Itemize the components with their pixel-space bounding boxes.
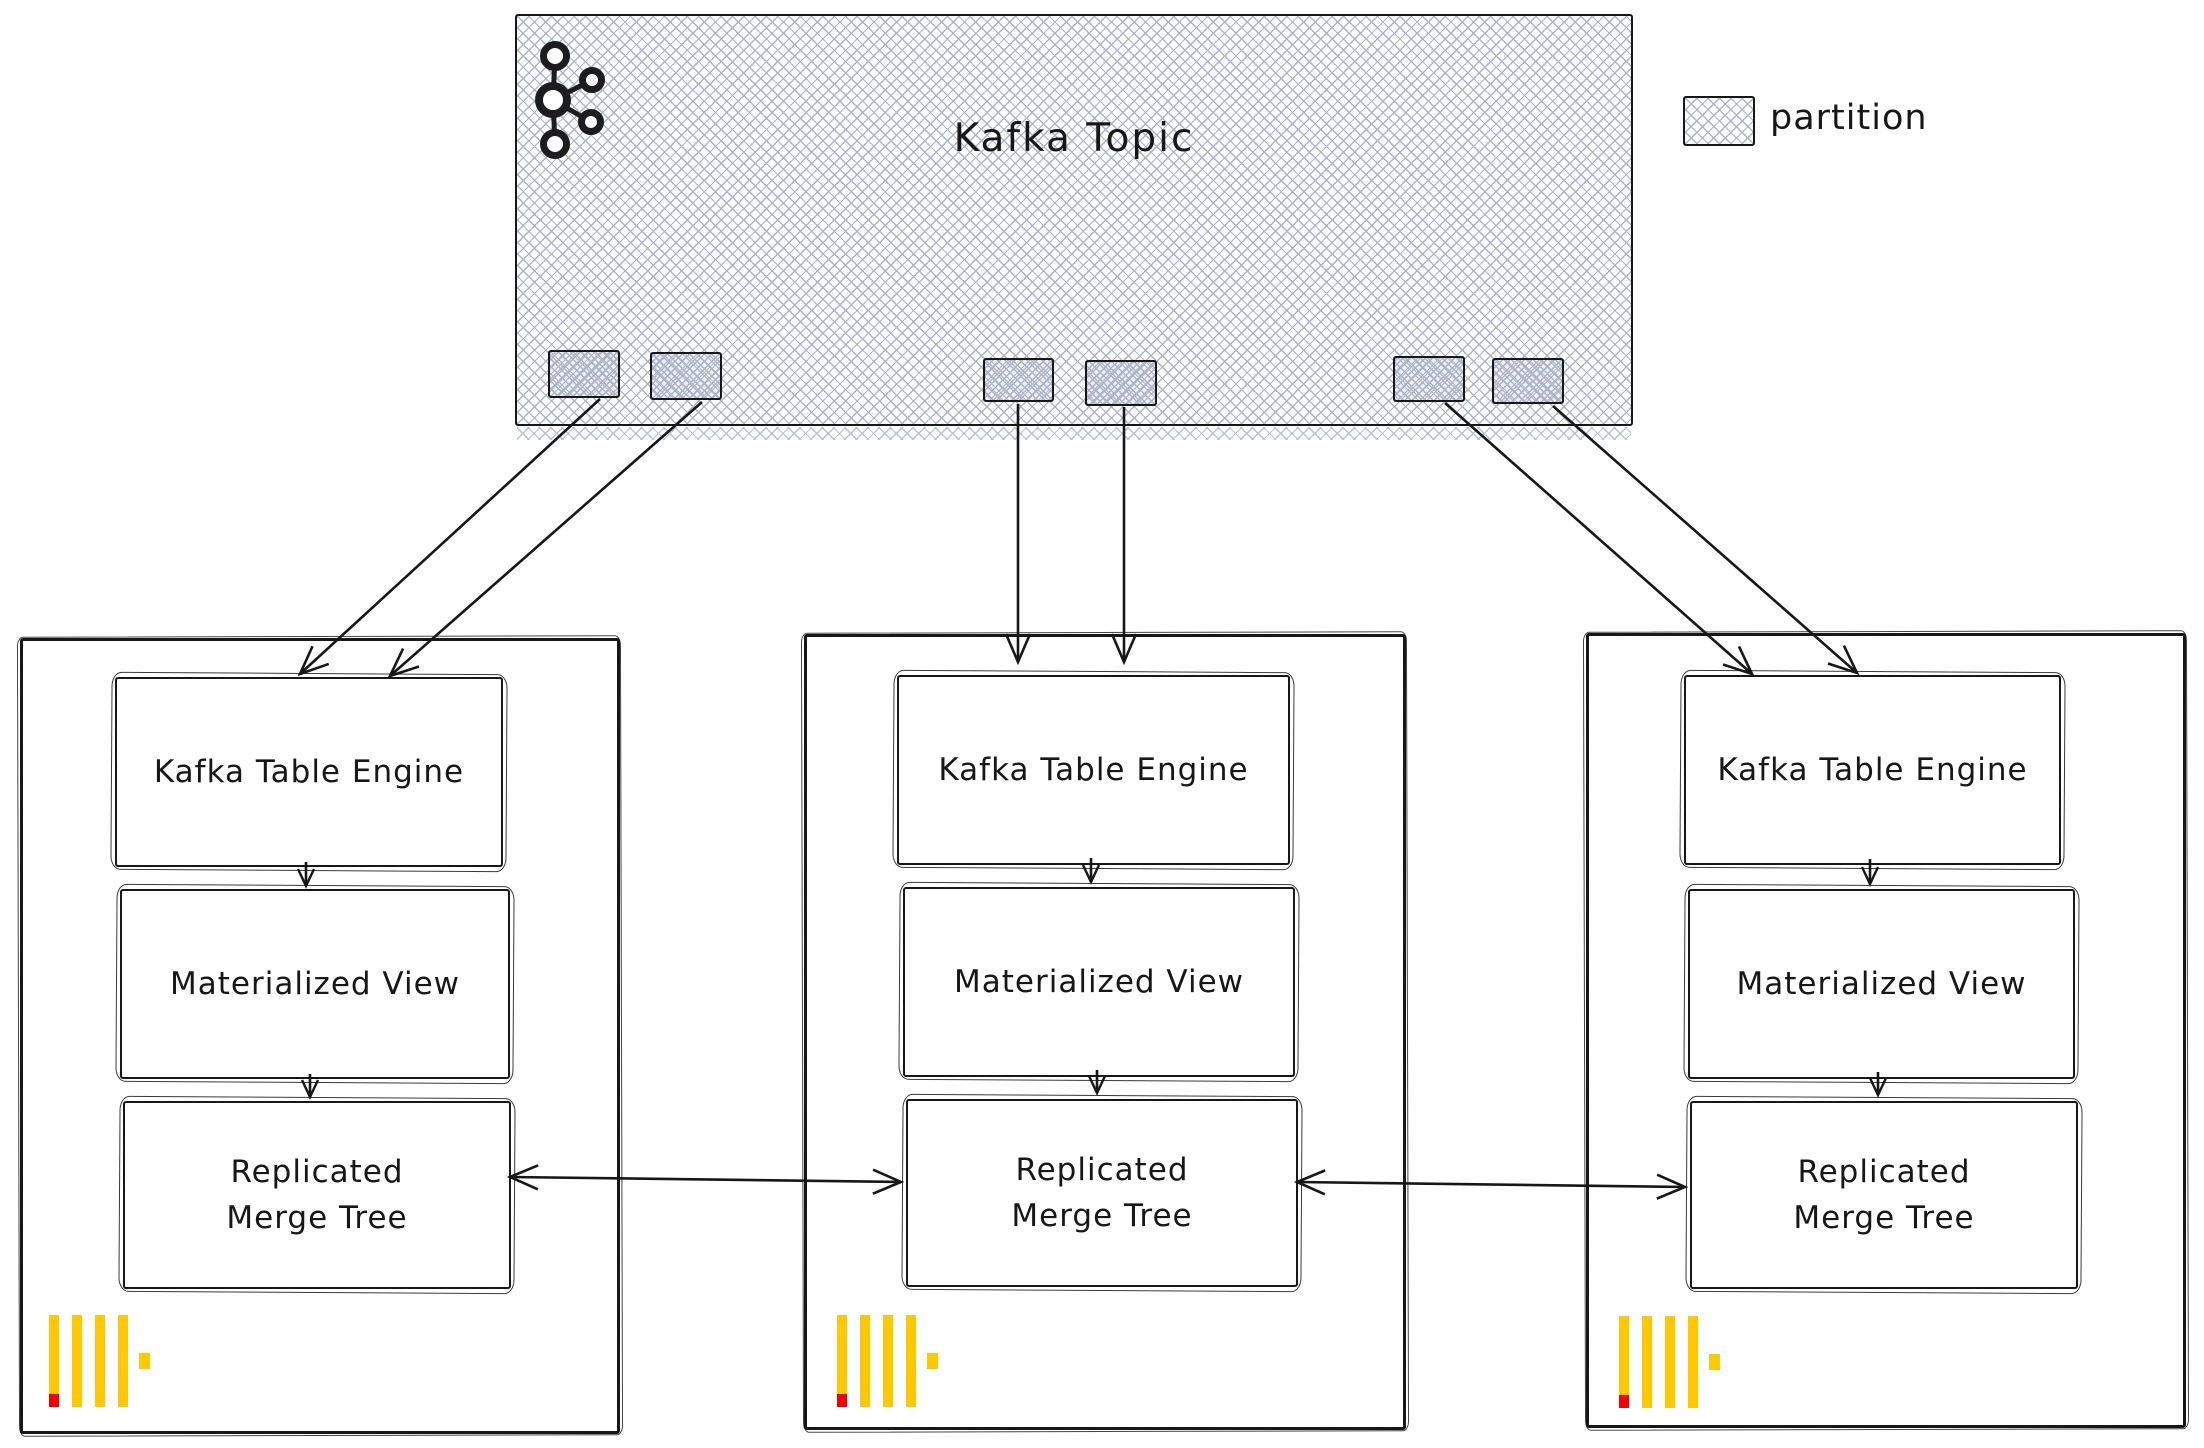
partition-box-3 [983,358,1054,402]
kafka-logo-icon [535,41,605,159]
legend-partition-swatch [1683,96,1755,146]
materialized-view-label: Materialized View [1736,966,2027,1002]
replica-node-3: Kafka Table Engine Materialized View Rep… [1586,633,2186,1428]
legend-partition-label: partition [1770,98,1928,138]
kafka-table-engine-box-1: Kafka Table Engine [115,677,503,867]
materialized-view-label: Materialized View [954,964,1244,1000]
clickhouse-logo-icon [837,1315,938,1407]
merge-tree-line2: Merge Tree [1793,1200,1975,1236]
partition-box-6 [1492,358,1564,404]
arrow-partition1-to-replica1 [300,398,601,674]
clickhouse-logo-icon [1619,1316,1720,1408]
partition-box-4 [1085,360,1157,406]
merge-tree-line2: Merge Tree [226,1200,408,1236]
materialized-view-box-1: Materialized View [120,889,510,1079]
merge-tree-line2: Merge Tree [1011,1198,1193,1234]
arrow-partition2-to-replica1 [390,401,703,676]
kafka-table-engine-label: Kafka Table Engine [153,754,465,790]
clickhouse-logo-icon [49,1315,150,1407]
kafka-table-engine-box-2: Kafka Table Engine [897,675,1290,865]
replicated-merge-tree-box-2: Replicated Merge Tree [906,1099,1298,1287]
replica-node-2: Kafka Table Engine Materialized View Rep… [804,634,1406,1430]
replicated-merge-tree-label: Replicated Merge Tree [125,1103,509,1287]
materialized-view-box-3: Materialized View [1688,889,2075,1079]
replicated-merge-tree-box-3: Replicated Merge Tree [1690,1101,2078,1289]
partition-box-2 [650,352,722,400]
kafka-topic-title: Kafka Topic [953,116,1195,161]
merge-tree-line1: Replicated [1015,1152,1189,1188]
hatch-overshoot [517,427,1631,440]
replicated-merge-tree-label: Replicated Merge Tree [1692,1103,2076,1287]
partition-box-5 [1393,356,1465,402]
replica-node-1: Kafka Table Engine Materialized View Rep… [20,638,620,1434]
materialized-view-label: Materialized View [170,966,460,1002]
replicated-merge-tree-label: Replicated Merge Tree [908,1101,1296,1285]
merge-tree-line1: Replicated [1797,1154,1971,1190]
partition-box-1 [548,350,620,398]
materialized-view-box-2: Materialized View [903,887,1295,1077]
merge-tree-line1: Replicated [230,1154,404,1190]
replicated-merge-tree-box-1: Replicated Merge Tree [123,1101,511,1289]
kafka-table-engine-box-3: Kafka Table Engine [1684,675,2061,865]
kafka-table-engine-label: Kafka Table Engine [1717,752,2028,788]
kafka-table-engine-label: Kafka Table Engine [938,752,1249,788]
